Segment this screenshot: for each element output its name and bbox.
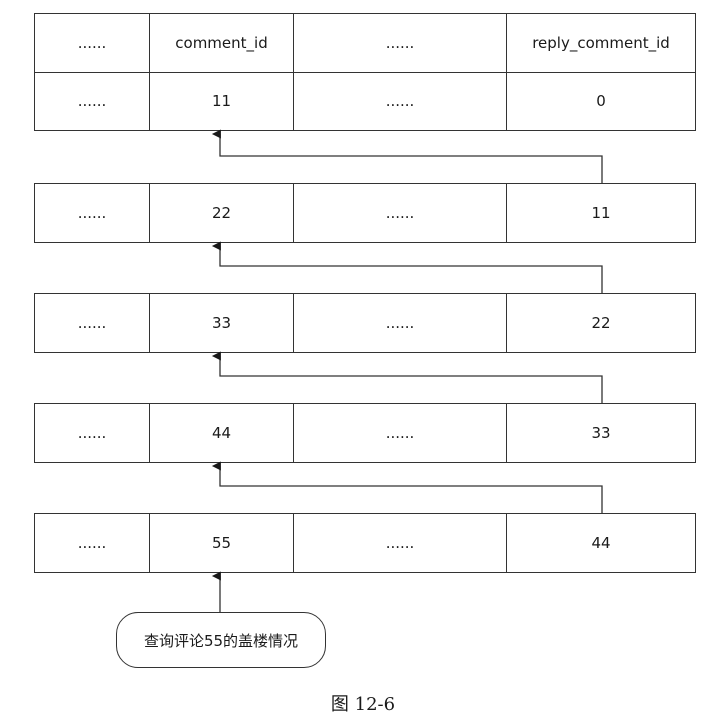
reply-arrow	[211, 351, 603, 403]
table-row: ...... 44 ...... 33	[34, 403, 696, 463]
comments-table-top: ...... comment_id ...... reply_comment_i…	[34, 13, 696, 131]
header-cell-comment-id: comment_id	[149, 14, 293, 72]
comment-id-cell: 55	[149, 514, 293, 572]
header-cell-ellipsis-1: ......	[77, 33, 107, 52]
reply-comment-id-cell: 0	[506, 72, 695, 130]
table-row: ...... 55 ...... 44	[34, 513, 696, 573]
row-cell: ......	[293, 294, 506, 352]
reply-comment-id-cell: 22	[506, 294, 695, 352]
header-cell-ellipsis-2: ......	[293, 14, 506, 72]
comment-id-cell: 11	[149, 72, 293, 130]
reply-arrow	[211, 241, 603, 293]
row-cell: ......	[77, 534, 107, 552]
row-cell: ......	[77, 424, 107, 442]
row-cell: ......	[293, 72, 506, 130]
row-cell: ......	[293, 514, 506, 572]
header-cell-reply-comment-id: reply_comment_id	[506, 14, 695, 72]
row-cell: ......	[77, 204, 107, 222]
query-bubble: 查询评论55的盖楼情况	[116, 612, 326, 668]
reply-comment-id-cell: 33	[506, 404, 695, 462]
reply-comment-id-cell: 11	[506, 184, 695, 242]
comment-id-cell: 44	[149, 404, 293, 462]
comment-id-cell: 22	[149, 184, 293, 242]
header-row: ...... comment_id ...... reply_comment_i…	[35, 14, 695, 72]
row-cell: ......	[77, 314, 107, 332]
comment-id-cell: 33	[149, 294, 293, 352]
table-row: ...... 11 ...... 0	[35, 71, 695, 130]
row-cell: ......	[293, 404, 506, 462]
table-row: ...... 33 ...... 22	[34, 293, 696, 353]
reply-arrow	[211, 461, 603, 513]
table-row: ...... 22 ...... 11	[34, 183, 696, 243]
row-cell: ......	[293, 184, 506, 242]
figure-caption: 图 12-6	[330, 694, 396, 715]
reply-arrow	[211, 129, 603, 183]
reply-comment-id-cell: 44	[506, 514, 695, 572]
row-cell: ......	[77, 92, 107, 111]
